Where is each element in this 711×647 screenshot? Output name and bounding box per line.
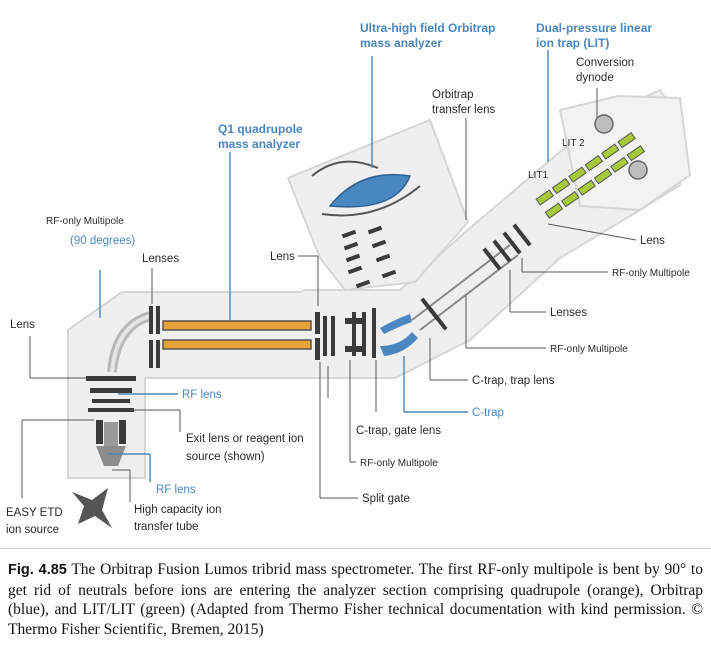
- label-orbitrap-transfer-1: Orbitrap: [432, 89, 474, 101]
- label-lens-right: Lens: [640, 235, 665, 247]
- caption-text: The Orbitrap Fusion Lumos tribrid mass s…: [8, 561, 703, 638]
- label-rf-lens-bottom: RF lens: [156, 484, 196, 496]
- label-easy-etd-1: EASY ETD: [6, 507, 63, 519]
- caption-divider: [0, 548, 711, 549]
- label-conversion-dynode-1: Conversion: [576, 57, 634, 69]
- label-exit-lens-1: Exit lens or reagent ion: [186, 433, 304, 445]
- label-rf-lens-top: RF lens: [182, 389, 222, 401]
- label-conversion-dynode-2: dynode: [576, 72, 614, 84]
- label-rf-multipole-right-2: RF-only Multipole: [550, 344, 628, 355]
- label-c-trap: C-trap: [472, 407, 504, 419]
- linear-ion-trap: [535, 132, 646, 219]
- c-trap: [380, 314, 418, 356]
- label-c-trap-gate-lens: C-trap, gate lens: [356, 425, 441, 437]
- q1-quadrupole: [162, 320, 312, 350]
- label-lens-left: Lens: [10, 319, 35, 331]
- source-stack: [86, 376, 136, 466]
- label-rf-multipole-90-2: (90 degrees): [70, 235, 135, 247]
- figure-caption: Fig. 4.85 The Orbitrap Fusion Lumos trib…: [8, 560, 703, 639]
- label-q1-1: Q1 quadrupole: [218, 122, 303, 136]
- label-rf-multipole-90-1: RF-only Multipole: [46, 216, 124, 227]
- orbitrap-transfer-lens: [341, 225, 397, 289]
- label-lit-title-2: ion trap (LIT): [536, 36, 609, 50]
- conversion-dynode-shapes: [594, 114, 648, 180]
- mass-spectrometer-diagram: Ultra-high field Orbitrap mass analyzer …: [6, 21, 692, 536]
- label-c-trap-trap-lens: C-trap, trap lens: [472, 375, 555, 387]
- right-ion-optics: [411, 223, 532, 331]
- bent-rf-multipole: [107, 311, 152, 373]
- label-split-gate: Split gate: [362, 493, 410, 505]
- instrument-housing: [67, 88, 692, 479]
- gate-lenses: [315, 308, 376, 360]
- label-lenses-left: Lenses: [142, 253, 179, 265]
- label-orbitrap-transfer-2: transfer lens: [432, 104, 496, 116]
- label-exit-lens-2: source (shown): [186, 451, 265, 463]
- q1-entrance-lenses: [149, 306, 160, 368]
- label-q1-2: mass analyzer: [218, 137, 300, 151]
- label-lit1: LIT1: [528, 170, 548, 181]
- label-orbitrap-title-1: Ultra-high field Orbitrap: [360, 21, 495, 35]
- label-easy-etd-2: ion source: [6, 524, 59, 536]
- label-lens-mid: Lens: [270, 251, 295, 263]
- caption-fig-label: Fig. 4.85: [8, 562, 67, 578]
- label-high-capacity-1: High capacity ion: [134, 504, 222, 516]
- label-lit2: LIT 2: [562, 138, 585, 149]
- label-high-capacity-2: transfer tube: [134, 521, 199, 533]
- label-rf-multipole-bottom: RF-only Multipole: [360, 458, 438, 469]
- easy-etd-source-shape: [72, 488, 112, 528]
- label-orbitrap-title-2: mass analyzer: [360, 36, 442, 50]
- leader-lines: [21, 50, 637, 502]
- label-lit-title-1: Dual-pressure linear: [536, 21, 652, 35]
- orbitrap-analyzer: [311, 160, 421, 217]
- label-lenses-right: Lenses: [550, 307, 587, 319]
- label-rf-multipole-right: RF-only Multipole: [612, 268, 690, 279]
